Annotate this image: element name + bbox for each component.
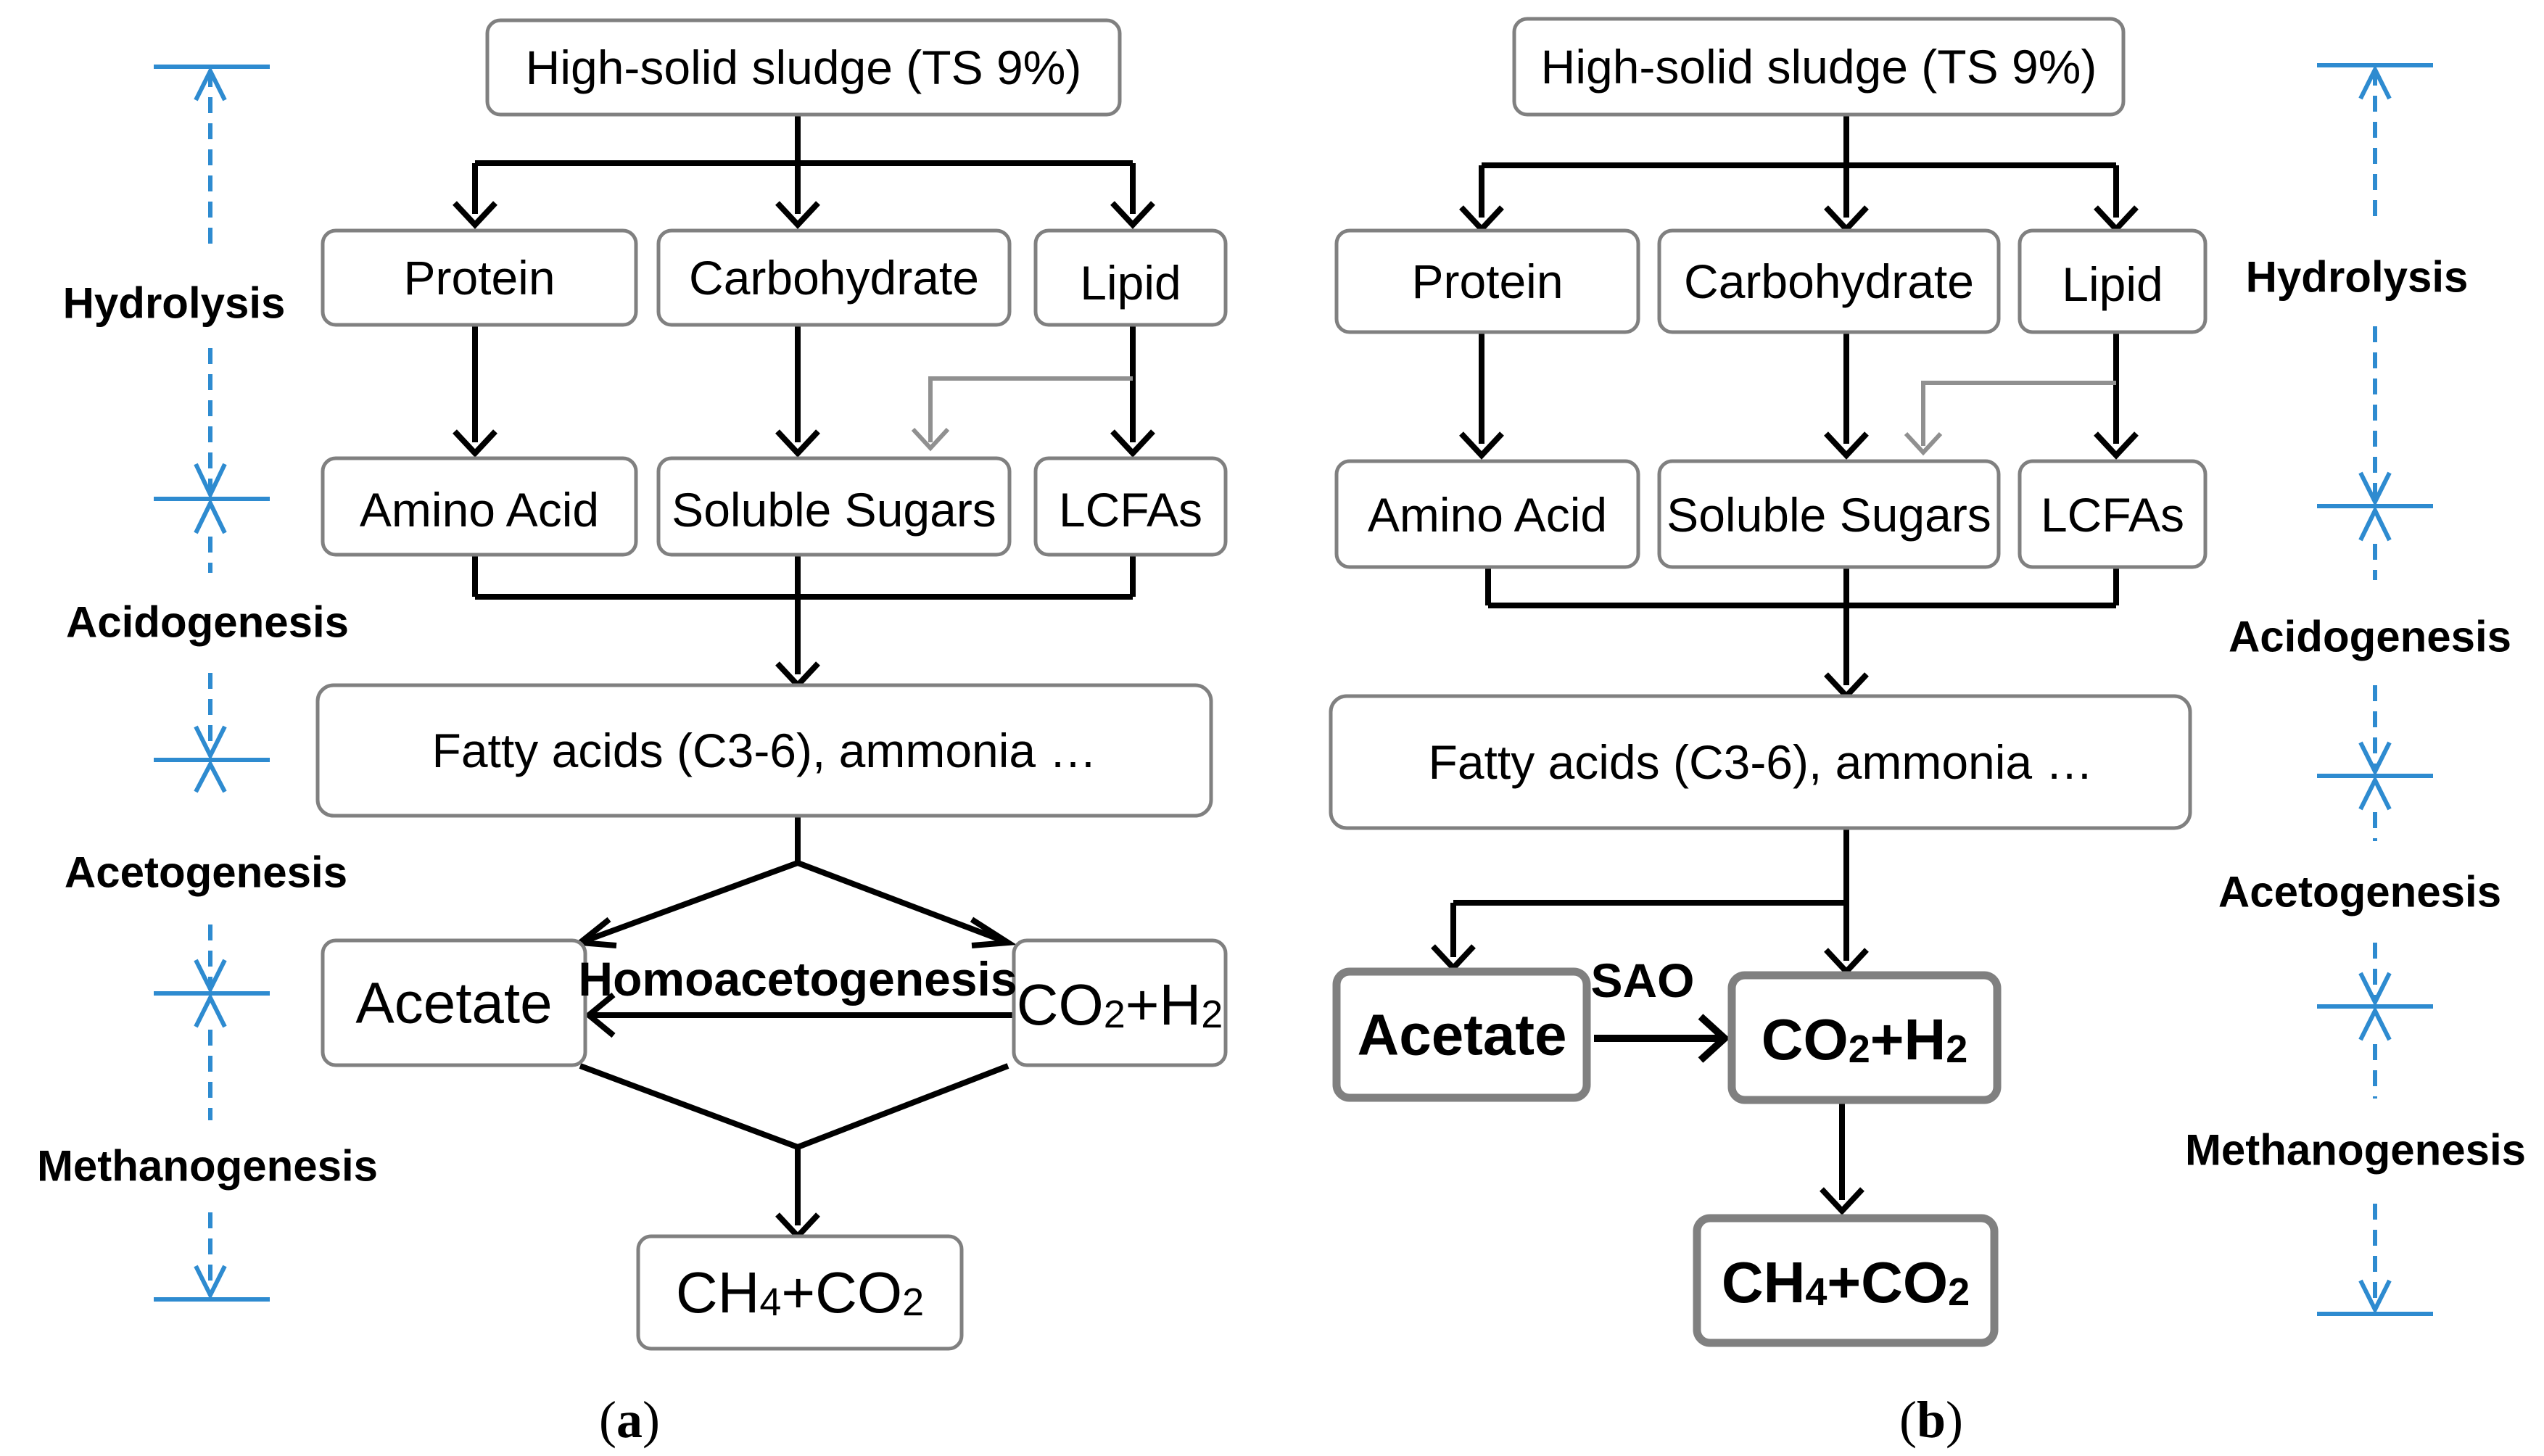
sludge-box-a: High-solid sludge (TS 9%) — [485, 18, 1122, 117]
carbohydrate-box-b: Carbohydrate — [1657, 228, 2001, 334]
panel-b: High-solid sludge (TS 9%) Protein Carboh… — [1329, 17, 2208, 1449]
carbohydrate-box-a: Carbohydrate — [656, 228, 1012, 327]
soluble-sugars-box-b: Soluble Sugars — [1657, 459, 2001, 569]
fatty-acids-label: Fatty acids (C3-6), ammonia … — [432, 724, 1097, 777]
lipid-box-b: Lipid — [2018, 228, 2208, 334]
protein-box-a: Protein — [321, 228, 638, 327]
lcfas-label: LCFAs — [2041, 488, 2184, 542]
co2-h2-label: CO2+H2 — [1017, 972, 1223, 1037]
soluble-sugars-box-a: Soluble Sugars — [656, 456, 1012, 557]
amino-acid-box-b: Amino Acid — [1334, 459, 1640, 569]
acetogenesis-stage-b: Acetogenesis — [2218, 868, 2501, 917]
ch4-co2-box-b: CH4+CO2 — [1693, 1214, 1999, 1347]
lipid-label: Lipid — [1080, 256, 1181, 310]
lcfas-box-b: LCFAs — [2018, 459, 2208, 569]
lipid-box-a: Lipid — [1033, 228, 1228, 327]
sao-label: SAO — [1590, 954, 1694, 1007]
homoacetogenesis-label: Homoacetogenesis — [578, 952, 1017, 1006]
sludge-label: High-solid sludge (TS 9%) — [526, 41, 1082, 94]
acidogenesis-stage-a: Acidogenesis — [66, 598, 349, 647]
sludge-box-b: High-solid sludge (TS 9%) — [1512, 17, 2126, 117]
ch4-co2-box-a: CH4+CO2 — [636, 1234, 964, 1351]
acetate-label: Acetate — [355, 971, 552, 1035]
methanogenesis-stage-b: Methanogenesis — [2185, 1126, 2526, 1175]
panel-b-label: (b) — [1899, 1391, 1963, 1449]
lcfas-label: LCFAs — [1059, 483, 1202, 537]
lcfas-box-a: LCFAs — [1033, 456, 1228, 557]
co2-h2-label: CO2+H2 — [1762, 1007, 1968, 1072]
hydrolysis-stage-a: Hydrolysis — [63, 279, 286, 328]
protein-label: Protein — [1411, 255, 1563, 308]
soluble-sugars-label: Soluble Sugars — [672, 483, 996, 537]
acetogenesis-stage-a: Acetogenesis — [65, 848, 347, 897]
lipid-label: Lipid — [2062, 257, 2163, 311]
amino-acid-label: Amino Acid — [1368, 488, 1607, 542]
protein-label: Protein — [403, 251, 555, 305]
protein-box-b: Protein — [1334, 228, 1640, 334]
stage-markers-b: Hydrolysis Acidogenesis Acetogenesis Met… — [2185, 63, 2526, 1316]
amino-acid-box-a: Amino Acid — [321, 456, 638, 557]
co2-h2-box-b: CO2+H2 — [1727, 971, 2002, 1104]
acidogenesis-stage-b: Acidogenesis — [2229, 613, 2511, 661]
ch4-co2-label: CH4+CO2 — [676, 1260, 924, 1325]
fatty-acids-label: Fatty acids (C3-6), ammonia … — [1429, 735, 2094, 789]
panel-a-connectors — [453, 115, 1155, 1241]
amino-acid-label: Amino Acid — [360, 483, 599, 537]
co2-h2-box-a: CO2+H2 — [1012, 938, 1228, 1067]
methanogenesis-stage-a: Methanogenesis — [37, 1142, 378, 1191]
carbohydrate-label: Carbohydrate — [1684, 255, 1974, 308]
fatty-acids-box-a: Fatty acids (C3-6), ammonia … — [315, 683, 1213, 818]
soluble-sugars-label: Soluble Sugars — [1667, 488, 1991, 542]
acetate-label: Acetate — [1357, 1003, 1566, 1067]
hydrolysis-stage-b: Hydrolysis — [2246, 253, 2469, 302]
acetate-box-b: Acetate — [1332, 967, 1591, 1102]
fatty-acids-box-b: Fatty acids (C3-6), ammonia … — [1329, 694, 2192, 830]
panel-a: High-solid sludge (TS 9%) Protein Carboh… — [315, 18, 1228, 1449]
acetate-box-a: Acetate — [321, 938, 587, 1067]
stage-markers-a: Hydrolysis Acidogenesis Acetogenesis Met… — [37, 65, 378, 1302]
panel-a-label: (a) — [599, 1391, 660, 1449]
ch4-co2-label: CH4+CO2 — [1722, 1250, 1970, 1315]
panel-b-connectors — [1431, 115, 2139, 1215]
carbohydrate-label: Carbohydrate — [689, 251, 979, 305]
sludge-label: High-solid sludge (TS 9%) — [1541, 40, 2097, 94]
